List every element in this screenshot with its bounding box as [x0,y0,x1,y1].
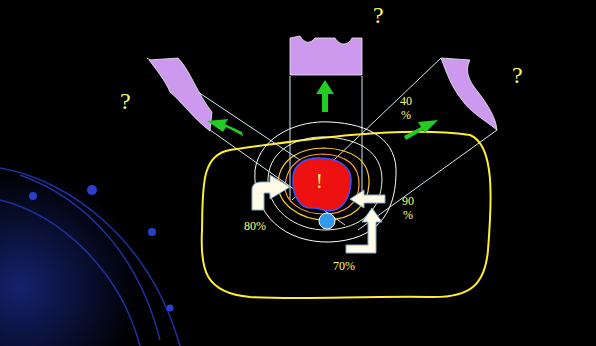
decor-arcs [0,168,180,346]
isodose-percent: 80% [244,220,266,234]
beam-profile [149,58,212,131]
beam-profile [441,58,497,130]
spinal-cord [319,213,335,229]
beam-profile [290,36,362,75]
question-mark: ? [512,62,523,90]
beam-edges [147,58,497,230]
body-contour [202,132,491,298]
question-mark: ? [120,88,131,116]
isodose-line [278,148,369,220]
isodose-percent: 90 % [400,195,416,223]
isodose-percent: 40 % [398,95,414,123]
isodose-line [285,154,359,214]
question-mark: ? [373,2,384,30]
decor-glow [0,150,200,346]
decor-dots [29,185,174,312]
isodose-percent: 70% [333,260,355,274]
tumour [293,158,351,211]
green-arrows [207,80,438,140]
warning-mark: ! [316,170,323,193]
